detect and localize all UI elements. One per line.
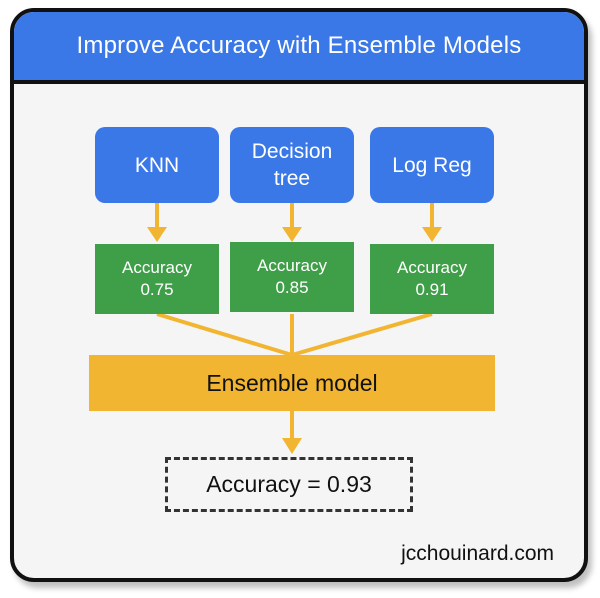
accuracy-label: Accuracy [122,258,192,277]
final-accuracy-box: Accuracy = 0.93 [165,457,413,512]
accuracy-label: Accuracy [257,256,327,275]
arrow-logreg-to-accuracy [422,203,442,242]
arrow-ensemble-to-result [282,411,302,454]
model-box-decision-tree: Decision tree [230,127,354,203]
connectors [147,203,442,454]
accuracy-value: 0.85 [275,278,309,297]
ensemble-model-box: Ensemble model [89,355,495,411]
accuracy-value: 0.91 [415,280,449,299]
accuracy-box-decision-tree: Accuracy 0.85 [230,242,354,312]
accuracy-label: Accuracy [397,258,467,277]
footer-credit: jcchouinard.com [401,542,554,565]
accuracy-value: 0.75 [140,280,174,299]
arrow-knn-to-accuracy [147,203,167,242]
converging-lines [156,312,433,357]
diagram-title: Improve Accuracy with Ensemble Models [14,12,584,84]
diagram-card: Improve Accuracy with Ensemble Models KN… [10,8,588,582]
accuracy-box-log-reg: Accuracy 0.91 [370,244,494,314]
accuracy-box-knn: Accuracy 0.75 [95,244,219,314]
model-box-knn: KNN [95,127,219,203]
model-box-log-reg: Log Reg [370,127,494,203]
arrow-tree-to-accuracy [282,203,302,242]
